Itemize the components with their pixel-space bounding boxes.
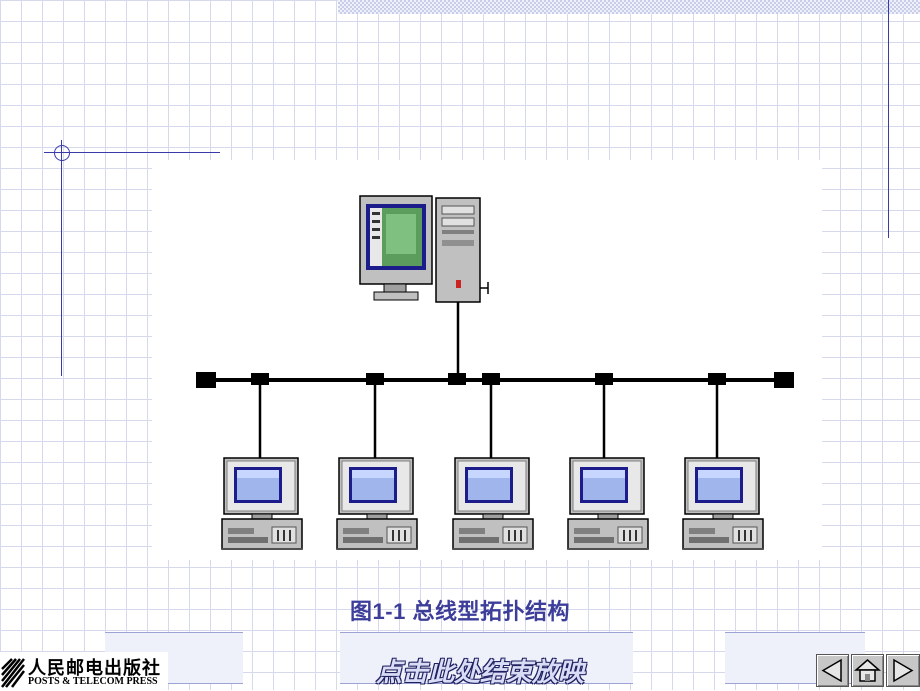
crosshair-circle: [54, 145, 70, 161]
top-decorative-band: [338, 0, 920, 14]
left-vertical-rule: [61, 140, 62, 376]
tap-connector-server: [448, 373, 466, 385]
tap-connector-5: [708, 373, 726, 385]
bus-terminator-left: [196, 372, 216, 388]
figure-caption: 图1-1 总线型拓扑结构: [350, 599, 570, 624]
home-button[interactable]: [851, 654, 884, 687]
home-icon: [853, 659, 882, 682]
bottom-band-middle: [340, 632, 633, 684]
publisher-name-en: POSTS & TELECOM PRESS: [28, 676, 158, 687]
workstation-3: [452, 457, 534, 550]
arrow-right-icon: [893, 658, 914, 683]
tap-connector-3: [482, 373, 500, 385]
publisher-logo: 人民邮电出版社 POSTS & TELECOM PRESS: [0, 652, 168, 690]
left-horizontal-rule: [44, 152, 220, 153]
tap-connector-4: [595, 373, 613, 385]
publisher-name-cn: 人民邮电出版社: [28, 658, 161, 679]
tap-connector-1: [251, 373, 269, 385]
arrow-left-icon: [821, 658, 842, 683]
tap-connector-2: [366, 373, 384, 385]
workstation-1: [221, 457, 303, 550]
diagram-canvas: [152, 160, 822, 560]
right-vertical-rule: [888, 0, 889, 238]
server-computer: [359, 195, 489, 303]
bus-topology-diagram: [196, 195, 794, 550]
workstation-2: [336, 457, 418, 550]
workstation-5: [682, 457, 764, 550]
end-show-link[interactable]: 点击此处结束放映: [375, 658, 584, 688]
publisher-emblem-icon: [1, 658, 25, 688]
prev-slide-button[interactable]: [816, 654, 849, 687]
next-slide-button[interactable]: [886, 654, 920, 687]
bus-terminator-right: [774, 372, 794, 388]
workstation-4: [567, 457, 649, 550]
